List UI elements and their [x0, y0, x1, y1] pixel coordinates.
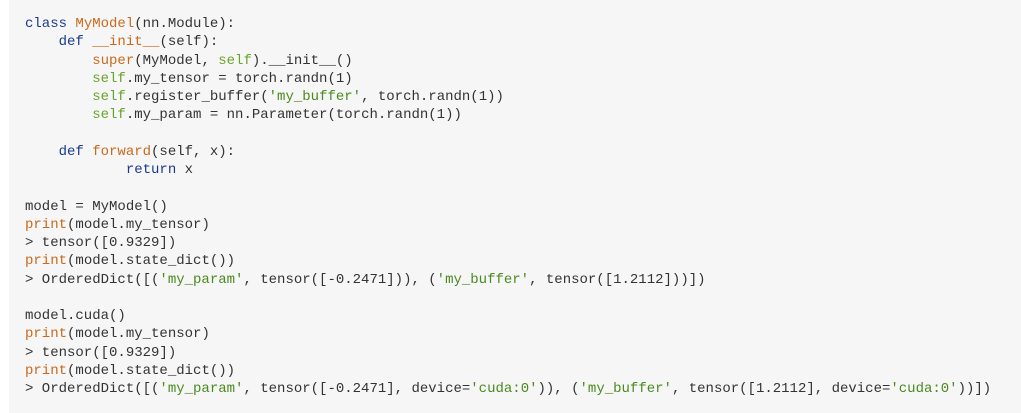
code-token: forward: [92, 143, 152, 160]
code-token: print: [25, 326, 68, 343]
code-token: 'cuda:0': [470, 381, 538, 397]
code-token: [25, 162, 126, 178]
code-token: return: [125, 162, 177, 178]
code-line: self.my_param = nn.Parameter(torch.randn…: [25, 106, 1021, 124]
code-line: print(model.my_tensor): [25, 216, 1021, 234]
code-token: class: [25, 16, 76, 32]
code-line: [25, 125, 1021, 143]
code-token: self: [218, 52, 252, 69]
code-token: super: [92, 52, 135, 69]
code-token: [25, 107, 92, 123]
code-token: model = MyModel(): [25, 198, 168, 215]
code-token: MyModel: [75, 16, 135, 32]
code-line: print(model.state_dict()): [25, 252, 1021, 270]
code-token: print: [25, 216, 68, 233]
code-token: (nn.Module):: [134, 16, 236, 32]
code-token: , tensor([-0.2471])), (: [243, 271, 437, 288]
code-token: self: [92, 107, 126, 124]
code-token: (model.my_tensor): [67, 326, 210, 343]
code-token: [25, 53, 92, 69]
code-line: class MyModel(nn.Module):: [25, 15, 1021, 33]
code-token: 'my_buffer': [268, 89, 362, 105]
code-token: , torch.randn(1)): [361, 89, 504, 105]
code-token: 'my_buffer': [579, 381, 672, 397]
code-line: model = MyModel(): [25, 198, 1021, 216]
code-token: , tensor([1.2112], device=: [671, 381, 891, 397]
code-token: > tensor([0.9329]): [25, 235, 177, 251]
code-token: )), (: [537, 381, 580, 397]
code-token: (model.state_dict()): [67, 253, 236, 270]
code-line: self.register_buffer('my_buffer', torch.…: [25, 88, 1021, 106]
code-token: [25, 34, 59, 50]
code-token: (self):: [159, 34, 219, 51]
code-line: [25, 179, 1021, 197]
code-token: .my_tensor = torch.randn(1): [125, 70, 353, 87]
code-block: class MyModel(nn.Module): def __init__(s…: [9, 0, 1021, 413]
code-token: 'cuda:0': [890, 381, 958, 397]
code-token: 'my_param': [159, 271, 244, 288]
code-token: 'my_param': [159, 381, 244, 397]
code-token: model.cuda(): [25, 308, 126, 324]
code-token: self: [92, 89, 126, 105]
code-line: > OrderedDict([('my_param', tensor([-0.2…: [25, 380, 1021, 398]
code-token: ))]): [957, 381, 992, 397]
code-token: > OrderedDict([(: [25, 271, 160, 288]
code-token: print: [25, 362, 68, 379]
code-line: self.my_tensor = torch.randn(1): [25, 70, 1021, 88]
code-line: super(MyModel, self).__init__(): [25, 52, 1021, 70]
code-token: .my_param = nn.Parameter(torch.randn(1)): [125, 107, 462, 124]
code-token: print: [25, 253, 68, 270]
code-token: x: [176, 162, 194, 178]
code-token: def: [58, 143, 93, 160]
code-token: (MyModel,: [134, 52, 219, 69]
code-line: def forward(self, x):: [25, 143, 1021, 161]
code-token: (model.my_tensor): [67, 216, 210, 233]
code-line: > OrderedDict([('my_param', tensor([-0.2…: [25, 271, 1021, 289]
code-token: 'my_buffer': [436, 271, 530, 288]
code-token: __init__: [92, 34, 160, 51]
code-line: > tensor([0.9329]): [25, 344, 1021, 362]
code-line: model.cuda(): [25, 307, 1021, 325]
code-line: > tensor([0.9329]): [25, 234, 1021, 252]
code-line: def __init__(self):: [25, 33, 1021, 51]
code-token: [25, 71, 92, 87]
code-token: (self, x):: [151, 143, 236, 160]
code-token: > tensor([0.9329]): [25, 344, 177, 361]
code-token: , tensor([1.2112]))]): [529, 271, 706, 288]
code-token: [25, 144, 59, 160]
code-token: self: [92, 70, 126, 87]
code-token: .register_buffer(: [125, 89, 269, 105]
code-token: (model.state_dict()): [67, 362, 236, 379]
code-token: def: [58, 34, 93, 51]
code-token: , tensor([-0.2471], device=: [243, 381, 471, 397]
code-line: return x: [25, 161, 1021, 179]
code-line: [25, 289, 1021, 307]
code-line: print(model.my_tensor): [25, 325, 1021, 343]
code-token: ).__init__(): [251, 52, 353, 69]
code-token: [25, 89, 92, 105]
code-token: > OrderedDict([(: [25, 381, 160, 397]
code-line: print(model.state_dict()): [25, 362, 1021, 380]
